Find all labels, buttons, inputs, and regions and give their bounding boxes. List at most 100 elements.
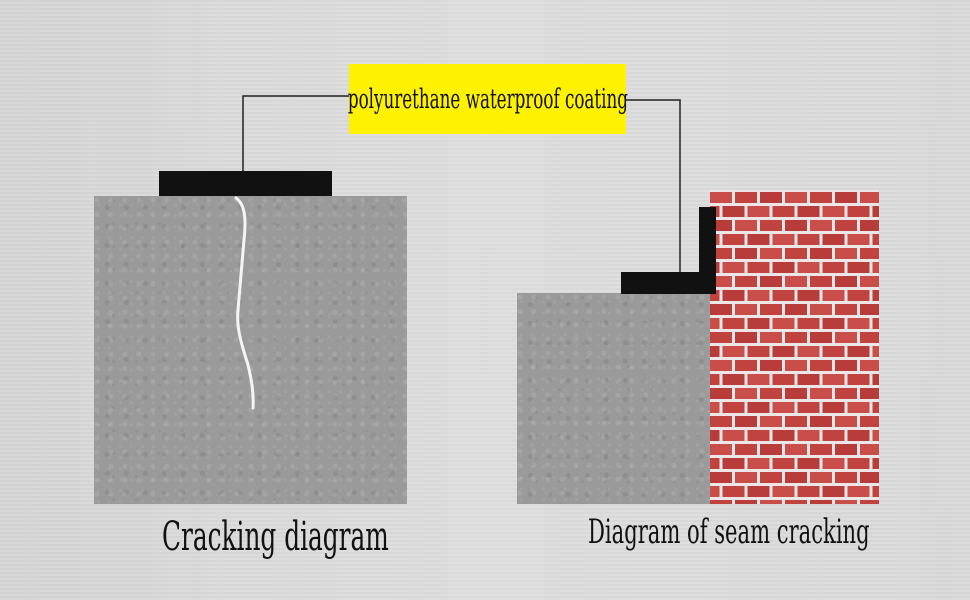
brick — [785, 444, 807, 455]
brick — [710, 192, 732, 203]
brick — [772, 486, 795, 497]
brick — [710, 444, 732, 455]
brick — [760, 444, 782, 455]
brick — [860, 192, 879, 203]
brick — [847, 262, 870, 273]
brick — [847, 206, 870, 217]
brick — [710, 332, 732, 343]
brick — [760, 360, 782, 371]
brick — [872, 318, 879, 329]
brick — [835, 304, 857, 315]
brick — [710, 388, 732, 399]
brick — [810, 192, 832, 203]
brick — [822, 290, 845, 301]
brick — [822, 206, 845, 217]
crack-line — [234, 196, 255, 410]
right-concrete-slab — [517, 293, 710, 504]
brick — [797, 458, 820, 469]
brick — [860, 220, 879, 231]
brick — [735, 444, 757, 455]
brick — [760, 416, 782, 427]
brick — [872, 290, 879, 301]
brick — [710, 318, 720, 329]
brick — [797, 346, 820, 357]
brick — [822, 318, 845, 329]
brick — [785, 360, 807, 371]
brick — [835, 220, 857, 231]
brick — [810, 332, 832, 343]
right-caption: Diagram of seam cracking — [588, 512, 870, 552]
brick — [797, 318, 820, 329]
brick — [810, 444, 832, 455]
brick — [747, 402, 770, 413]
brick — [822, 374, 845, 385]
left-coating-layer — [159, 171, 332, 196]
brick — [860, 500, 879, 504]
brick — [760, 388, 782, 399]
brick — [847, 290, 870, 301]
brick — [860, 444, 879, 455]
brick — [735, 360, 757, 371]
brick — [747, 374, 770, 385]
brick — [747, 290, 770, 301]
brick — [772, 458, 795, 469]
brick — [735, 276, 757, 287]
brick — [872, 402, 879, 413]
brick — [722, 234, 745, 245]
brick — [722, 262, 745, 273]
brick — [772, 290, 795, 301]
brick — [760, 276, 782, 287]
brick — [785, 500, 807, 504]
brick — [760, 220, 782, 231]
brick — [722, 486, 745, 497]
brick — [760, 472, 782, 483]
brick — [772, 374, 795, 385]
brick — [810, 388, 832, 399]
brick — [797, 290, 820, 301]
brick — [735, 220, 757, 231]
brick — [785, 388, 807, 399]
brick — [835, 500, 857, 504]
brick — [710, 304, 732, 315]
brick — [735, 248, 757, 259]
brick — [735, 192, 757, 203]
brick — [785, 276, 807, 287]
brick — [872, 458, 879, 469]
brick — [860, 360, 879, 371]
brick — [835, 472, 857, 483]
brick — [810, 500, 832, 504]
brick — [835, 416, 857, 427]
brick — [735, 416, 757, 427]
coating-label-box: polyurethane waterproof coating — [347, 64, 628, 134]
brick — [860, 416, 879, 427]
brick — [710, 416, 732, 427]
brick — [710, 472, 732, 483]
brick — [810, 416, 832, 427]
brick — [847, 458, 870, 469]
brick — [722, 206, 745, 217]
brick — [860, 388, 879, 399]
brick — [710, 276, 732, 287]
brick — [872, 430, 879, 441]
brick — [772, 318, 795, 329]
brick — [872, 374, 879, 385]
brick — [747, 458, 770, 469]
brick — [722, 374, 745, 385]
brick — [822, 486, 845, 497]
brick — [785, 304, 807, 315]
brick — [797, 234, 820, 245]
leader-line-right — [626, 99, 681, 272]
brick — [847, 486, 870, 497]
brick — [710, 430, 720, 441]
brick — [735, 472, 757, 483]
brick — [872, 234, 879, 245]
brick — [847, 430, 870, 441]
brick — [810, 360, 832, 371]
brick — [785, 416, 807, 427]
brick — [747, 430, 770, 441]
brick — [747, 318, 770, 329]
brick — [735, 500, 757, 504]
brick — [735, 304, 757, 315]
brick — [810, 220, 832, 231]
brick — [847, 318, 870, 329]
